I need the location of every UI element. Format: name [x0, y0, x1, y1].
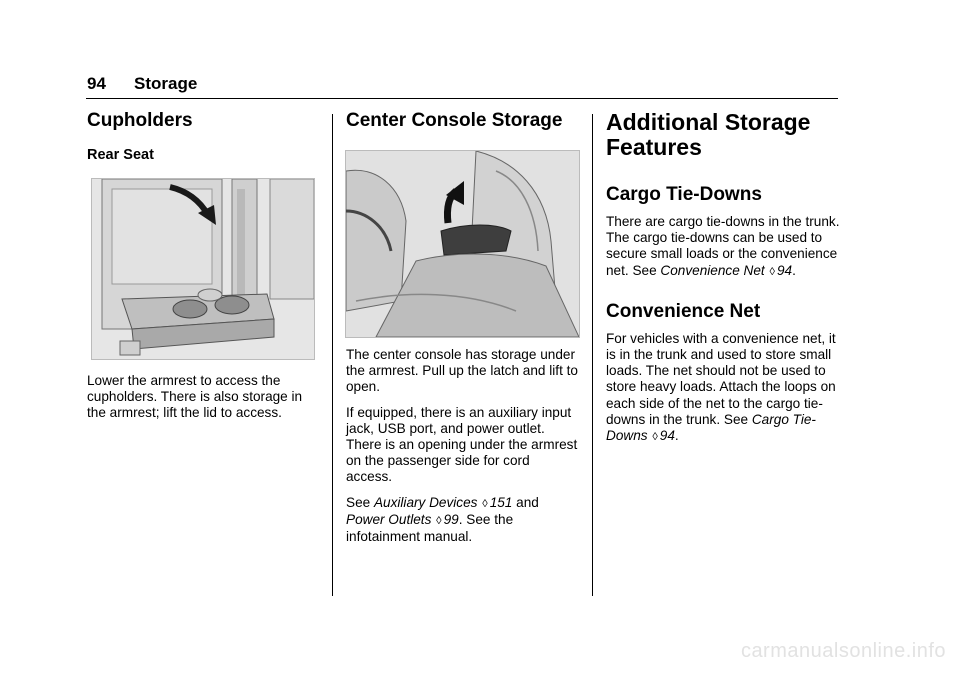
convenience-net-text: For vehicles with a convenience net, it …	[606, 330, 836, 427]
convenience-net-link[interactable]: Convenience Net	[660, 262, 765, 278]
page-ref-151[interactable]: 151	[489, 494, 513, 510]
page-ref-94[interactable]: 94	[659, 428, 675, 444]
column-divider	[332, 114, 333, 596]
center-console-illustration	[345, 150, 580, 338]
heading-center-console-storage: Center Console Storage	[346, 110, 563, 131]
rear-cupholder-illustration	[91, 178, 315, 360]
and-text: and	[516, 494, 539, 510]
cupholders-body: Lower the armrest to access the cupholde…	[87, 373, 303, 421]
power-outlets-link[interactable]: Power Outlets	[346, 511, 432, 527]
page-ref-94[interactable]: 94	[776, 262, 793, 278]
page-number: 94	[87, 74, 106, 93]
page-ref-icon: ◊	[652, 431, 658, 444]
page-ref-icon: ◊	[769, 265, 775, 278]
page-ref-icon: ◊	[482, 497, 488, 510]
section-title: Storage	[134, 74, 198, 93]
center-console-para-1: The center console has storage under the…	[346, 347, 578, 395]
heading-convenience-net: Convenience Net	[606, 300, 761, 322]
center-console-para-2: If equipped, there is an auxiliary input…	[346, 404, 578, 485]
heading-additional-storage-line1: Additional Storage	[606, 109, 811, 135]
center-console-para-3: See Auxiliary Devices ◊151 and Power Out…	[346, 495, 578, 546]
convenience-net-body: For vehicles with a convenience net, it …	[606, 330, 836, 444]
page-header: 94 Storage	[86, 72, 838, 99]
cupholders-text: Lower the armrest to access the cupholde…	[87, 373, 317, 422]
heading-cargo-tie-downs: Cargo Tie-Downs	[606, 184, 762, 205]
heading-additional-storage-line2: Features	[606, 134, 702, 160]
column-additional-storage: Additional Storage Features Cargo Tie-Do…	[606, 110, 842, 445]
column-divider	[592, 114, 593, 596]
page-ref-icon: ◊	[436, 514, 442, 527]
center-console-text: The center console has storage under the…	[346, 347, 578, 545]
see-infotainment-text: . See the infotainment manual.	[346, 511, 514, 545]
column-cupholders: Cupholders Rear Seat	[87, 110, 317, 164]
auxiliary-devices-link[interactable]: Auxiliary Devices	[373, 494, 478, 510]
cargo-tie-downs-text: There are cargo tie-downs in the trunk. …	[606, 214, 840, 278]
column-center-console: Center Console Storage	[346, 110, 578, 132]
see-text: See	[346, 494, 371, 510]
watermark: carmanualsonline.info	[740, 640, 946, 662]
heading-cupholders: Cupholders	[87, 110, 193, 131]
cargo-tie-downs-body: There are cargo tie-downs in the trunk. …	[606, 214, 840, 278]
page-ref-99[interactable]: 99	[443, 511, 459, 527]
subheading-rear-seat: Rear Seat	[87, 147, 154, 163]
see-text: See	[723, 411, 749, 427]
cargo-tie-downs-link[interactable]: Cargo Tie-Downs	[606, 411, 816, 444]
